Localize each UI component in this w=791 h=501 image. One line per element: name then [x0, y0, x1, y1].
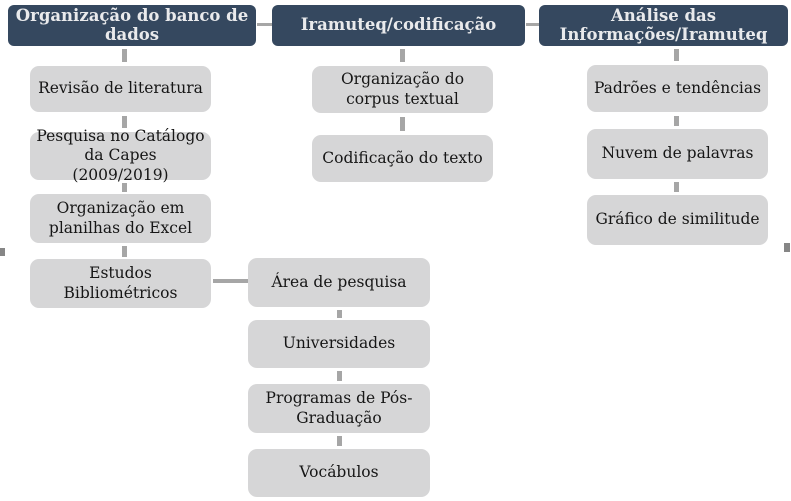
- connector-stub-left-edge: [0, 248, 5, 256]
- connector-col2-step1-step2: [400, 117, 405, 131]
- step-estudos-bibliometricos: Estudos Bibliométricos: [30, 259, 211, 308]
- step-area-de-pesquisa: Área de pesquisa: [248, 258, 430, 307]
- connector-col1-header-step1: [122, 49, 127, 62]
- stage-header-iramuteq-codificacao: Iramuteq/codificação: [272, 5, 525, 46]
- step-pesquisa-catalogo-capes: Pesquisa no Catálogo da Capes (2009/2019…: [30, 127, 211, 184]
- connector-col3-header-step1: [674, 49, 679, 61]
- connector-col2-header-step1: [400, 49, 405, 62]
- connector-col1-step1-step2: [122, 116, 127, 128]
- connector-estudos-to-area-pesquisa: [213, 279, 248, 283]
- step-codificacao-do-texto: Codificação do texto: [312, 135, 493, 182]
- connector-col1-step2-step3: [122, 183, 127, 192]
- connector-stub-right-edge: [784, 243, 790, 252]
- step-universidades: Universidades: [248, 320, 430, 368]
- step-nuvem-de-palavras: Nuvem de palavras: [587, 129, 768, 179]
- connector-col1-step3-step4: [122, 246, 127, 257]
- step-programas-pos-graduacao: Programas de Pós-Graduação: [248, 384, 430, 433]
- step-organizacao-corpus-textual: Organização do corpus textual: [312, 66, 493, 113]
- stage-header-analise-informacoes-iramuteq: Análise das Informações/Iramuteq: [539, 5, 788, 46]
- step-vocabulos: Vocábulos: [248, 449, 430, 497]
- step-padroes-e-tendencias: Padrões e tendências: [587, 65, 768, 112]
- connector-col3-step2-step3: [674, 182, 679, 192]
- stage-header-organizacao-banco-dados: Organização do banco de dados: [8, 5, 256, 46]
- connector-col3-step1-step2: [674, 116, 679, 126]
- connector-headers-1-2: [257, 23, 272, 26]
- connector-branch-step3-step4: [337, 436, 342, 446]
- connector-branch-step1-step2: [337, 310, 342, 318]
- connector-branch-step2-step3: [337, 371, 342, 381]
- step-revisao-de-literatura: Revisão de literatura: [30, 66, 211, 112]
- step-grafico-de-similitude: Gráfico de similitude: [587, 195, 768, 245]
- step-organizacao-planilhas-excel: Organização em planilhas do Excel: [30, 194, 211, 243]
- connector-headers-2-3: [526, 23, 539, 26]
